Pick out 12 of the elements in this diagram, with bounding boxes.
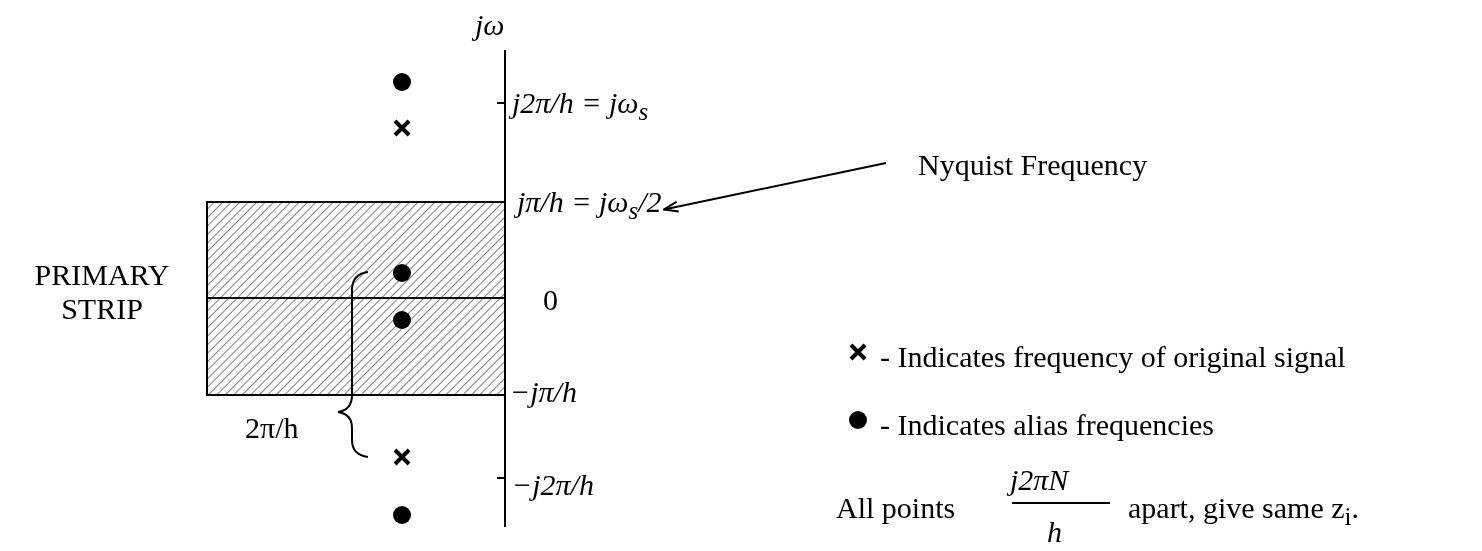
brace-label: 2π/h xyxy=(245,411,299,445)
callout-text: Nyquist Frequency xyxy=(918,148,1148,182)
tick-label: −jπ/h xyxy=(510,375,577,409)
legend-text: - Indicates alias frequencies xyxy=(880,408,1214,442)
arrow xyxy=(663,162,887,213)
note-text: apart, give same z$_{i}$. xyxy=(1128,491,1359,532)
origin-label: 0 xyxy=(543,283,558,317)
legend-text: - Indicates frequency of original signal xyxy=(880,340,1346,374)
note-text: All points xyxy=(836,491,956,525)
strip-label: PRIMARY STRIP xyxy=(33,258,171,326)
tick-label: −j2π/h xyxy=(512,468,594,502)
fraction-denominator: h xyxy=(1047,515,1062,549)
